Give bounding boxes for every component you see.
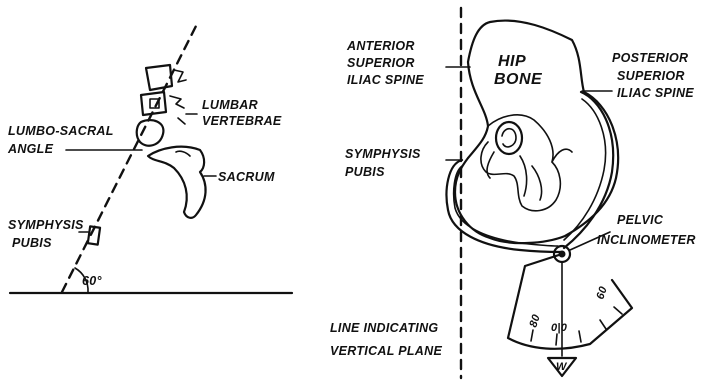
sacrum-shape — [148, 147, 206, 218]
angle-label-2: ANGLE — [7, 142, 54, 156]
left-figure: 60° LUMBAR VERTEBRAE LUMBO-SACRAL ANGLE … — [7, 26, 292, 293]
asis-label-2: SUPERIOR — [347, 56, 415, 70]
scale-mid-value: 0|0 — [551, 322, 568, 334]
inclinometer-label-2: INCLINOMETER — [597, 233, 696, 247]
lumbar-vertebra-upper — [146, 65, 172, 90]
lumbar-label-2: VERTEBRAE — [202, 114, 282, 128]
symphysis-label-1: SYMPHYSIS — [8, 218, 84, 232]
asis-label-3: ILIAC SPINE — [347, 73, 424, 87]
inclinometer-arm-inner — [454, 166, 558, 246]
ischium-detail — [552, 149, 572, 162]
vertical-plane-label-2: VERTICAL PLANE — [330, 344, 442, 358]
lumbar-vertebra-lower — [141, 92, 166, 115]
asis-label-1: ANTERIOR — [346, 39, 415, 53]
scale-right-value: 60 — [594, 284, 610, 300]
inclination-line — [62, 26, 196, 292]
inclinometer-label-1: PELVIC — [617, 213, 664, 227]
hip-bone-label-1: HIP — [498, 53, 526, 70]
weight-label: W — [556, 361, 568, 373]
inclinometer-scale — [508, 254, 632, 349]
psis-label-1: POSTERIOR — [612, 51, 688, 65]
hip-bone-outline — [455, 21, 618, 244]
acetabulum — [496, 122, 522, 154]
angle-label-1: LUMBO-SACRAL — [8, 124, 114, 138]
spinous-processes — [170, 70, 186, 124]
psis-label-2: SUPERIOR — [617, 69, 685, 83]
scale-left-value: 80 — [527, 312, 543, 328]
acetabulum-inner — [502, 129, 516, 147]
hip-bone-label-2: BONE — [494, 71, 543, 88]
lumbosacral-vertebra — [137, 120, 164, 146]
sacrum-detail — [176, 151, 190, 156]
scale-ticks — [531, 307, 622, 345]
symphysis-right-label-1: SYMPHYSIS — [345, 147, 421, 161]
lumbar-label-1: LUMBAR — [202, 98, 258, 112]
vertical-plane-label-1: LINE INDICATING — [330, 321, 438, 335]
psis-label-3: ILIAC SPINE — [617, 86, 694, 100]
angle-value-label: 60° — [82, 274, 103, 288]
symphysis-right-label-2: PUBIS — [345, 165, 385, 179]
right-figure: W 80 0|0 60 HIP BONE ANTERIOR SUPERIOR I… — [330, 8, 696, 378]
inclinometer-posterior-arm — [564, 92, 613, 248]
inclinometer-posterior-arm-inner — [564, 99, 606, 240]
sacrum-label: SACRUM — [218, 170, 275, 184]
symphysis-label-2: PUBIS — [12, 236, 52, 250]
